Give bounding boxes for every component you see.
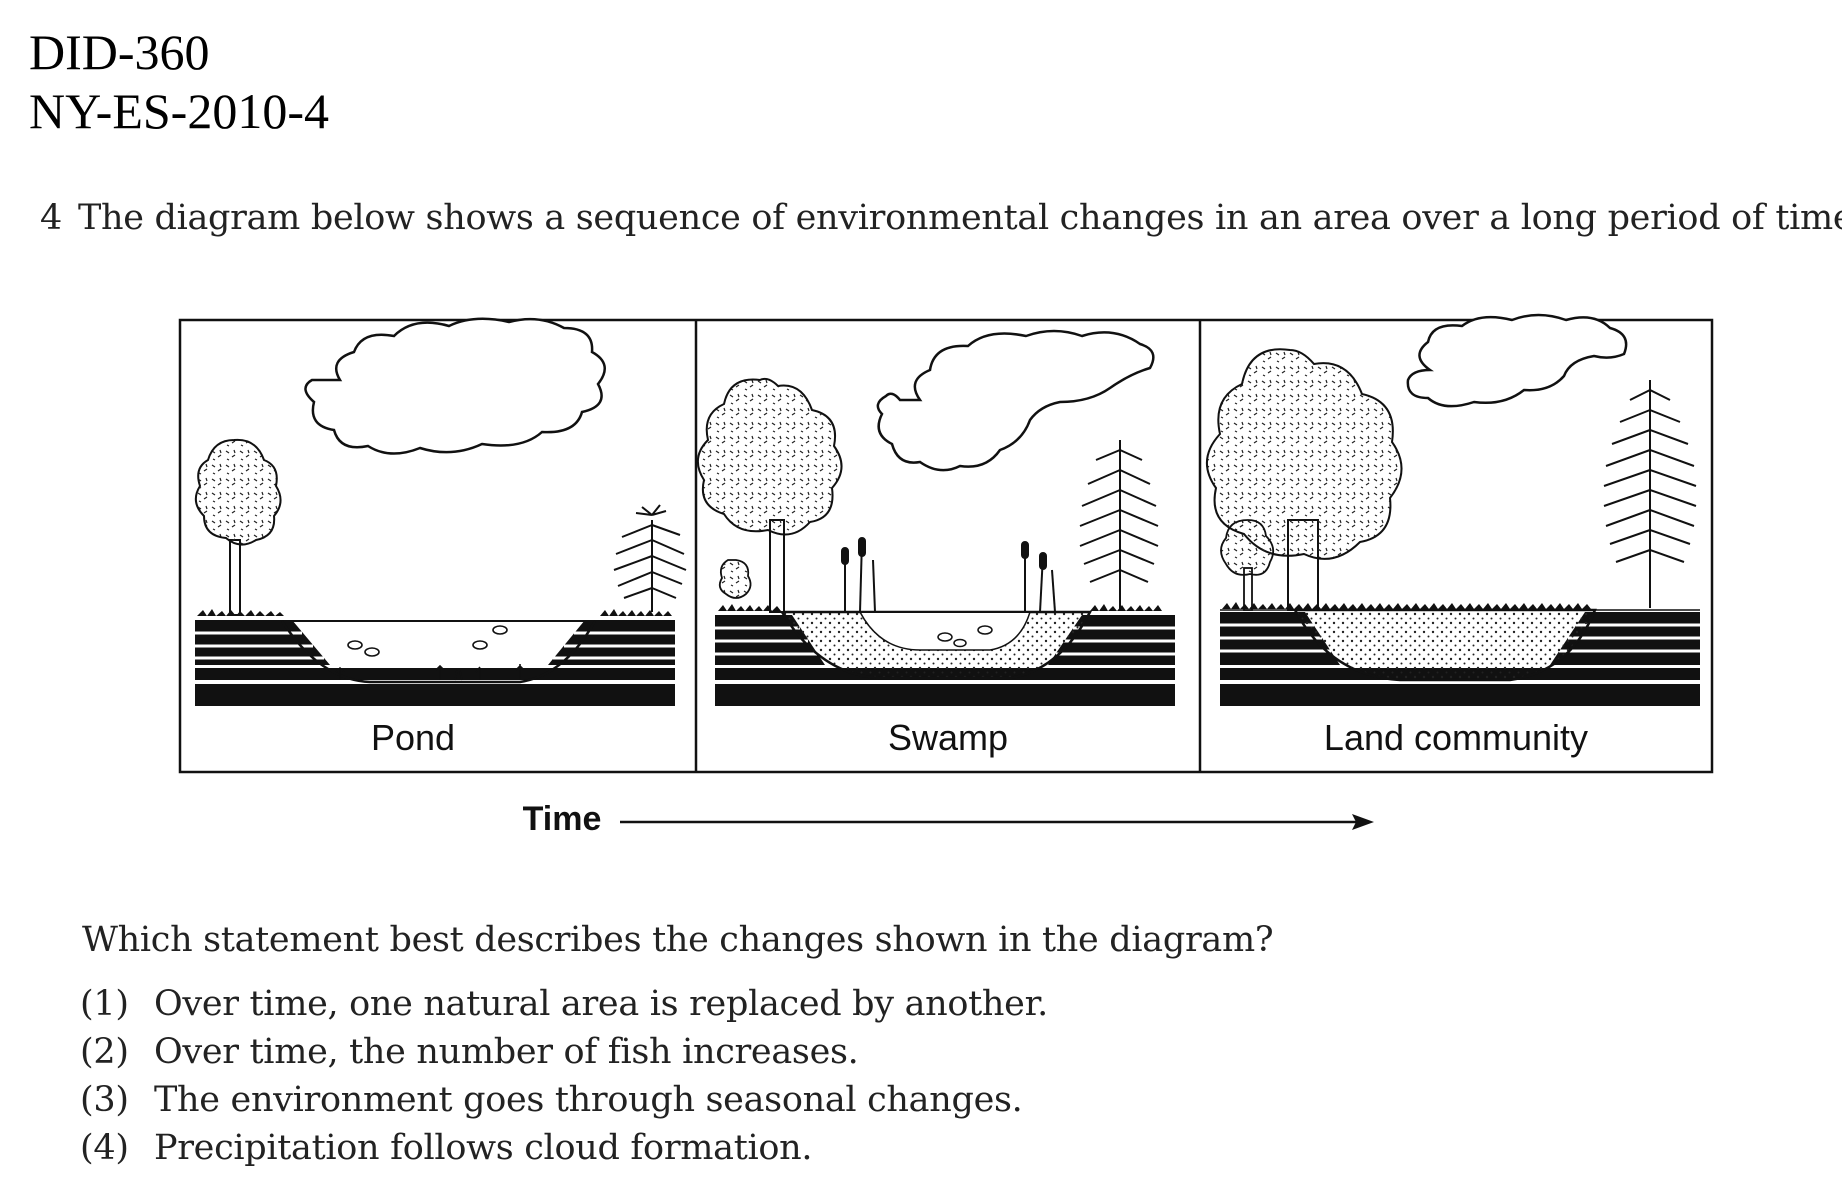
answer-options: (1) Over time, one natural area is replac… [80, 980, 1048, 1172]
tree-icon [1205, 348, 1403, 611]
document-source: NY-ES-2010-4 [29, 83, 329, 139]
answer-option-4[interactable]: (4) Precipitation follows cloud formation… [80, 1124, 1048, 1172]
fish-icon [937, 625, 993, 648]
option-text: Over time, the number of fish increases. [154, 1032, 859, 1072]
tree-icon [194, 438, 282, 616]
land-community-scene [1205, 313, 1700, 706]
tree-icon [1220, 519, 1275, 611]
panel-label-pond: Pond [371, 717, 455, 758]
option-number: (1) [80, 984, 129, 1024]
question-prompt: Which statement best describes the chang… [82, 920, 1274, 960]
option-number: (4) [80, 1128, 129, 1168]
conifer-icon [1603, 380, 1697, 608]
answer-option-2[interactable]: (2) Over time, the number of fish increas… [80, 1028, 1048, 1076]
panel-label-swamp: Swamp [888, 717, 1008, 758]
option-number: (2) [80, 1032, 129, 1072]
succession-diagram: Pond Swamp Land community Time [178, 313, 1714, 838]
soil-layers [195, 620, 330, 665]
option-text: Over time, one natural area is replaced … [154, 984, 1048, 1024]
cloud-icon [1406, 313, 1628, 408]
fish-icon [347, 625, 508, 657]
document-id: DID-360 [29, 24, 210, 80]
swamp-scene [697, 329, 1175, 706]
question-text: The diagram below shows a sequence of en… [77, 198, 1842, 238]
question-number: 4 [40, 198, 62, 238]
time-axis-label: Time [523, 800, 602, 838]
conifer-icon [1079, 440, 1159, 610]
arrowhead-icon [1352, 814, 1374, 830]
option-number: (3) [80, 1080, 129, 1120]
option-text: The environment goes through seasonal ch… [154, 1080, 1023, 1120]
panel-label-land-community: Land community [1324, 717, 1588, 758]
answer-option-3[interactable]: (3) The environment goes through seasonal… [80, 1076, 1048, 1124]
option-text: Precipitation follows cloud formation. [154, 1128, 813, 1168]
pond-scene [194, 317, 687, 706]
question-stem: 4 The diagram below shows a sequence of e… [40, 198, 1842, 238]
answer-option-1[interactable]: (1) Over time, one natural area is replac… [80, 980, 1048, 1028]
tree-icon [697, 377, 843, 613]
conifer-icon [613, 504, 687, 612]
cloud-icon [304, 317, 606, 455]
cloud-icon [876, 329, 1155, 472]
diagram-frame [178, 318, 1714, 774]
